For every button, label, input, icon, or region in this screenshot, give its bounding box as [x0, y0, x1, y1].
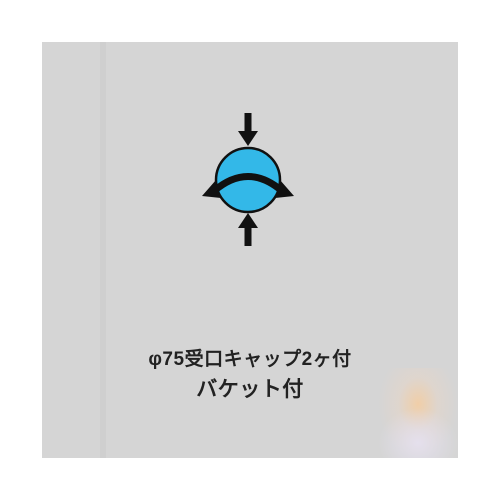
caption-line-1: φ75受口キャップ2ヶ付: [148, 349, 352, 370]
arrow-down-icon: [238, 113, 258, 146]
arrow-up-icon: [238, 213, 258, 246]
caption-line-2: バケット付: [196, 378, 304, 401]
panel-glow-lower: [378, 408, 458, 458]
panel-stripe: [100, 42, 106, 458]
curved-double-arrow-icon: [202, 173, 294, 198]
option-panel: [42, 42, 458, 458]
